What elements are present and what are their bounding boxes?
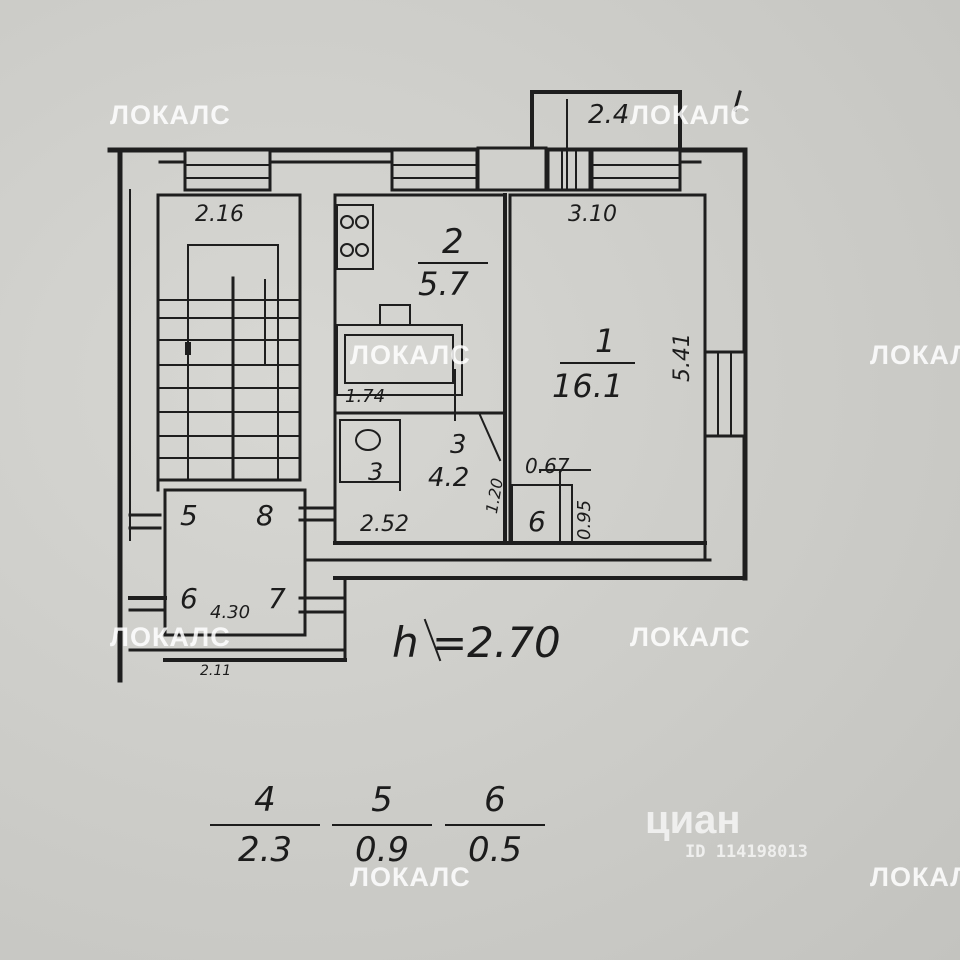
staircase — [156, 193, 302, 482]
extra-room-4-number: 4 — [254, 780, 276, 820]
watermark-7: ЛОКАЛС — [350, 862, 471, 892]
balcony — [530, 90, 742, 152]
dim-067: 0.67 — [525, 454, 570, 478]
label-3-bath: 3 — [368, 458, 384, 486]
extra-room-5-area: 0.9 — [354, 830, 410, 870]
outer-wall-right — [703, 147, 748, 581]
extra-room-6-number: 6 — [484, 780, 506, 820]
closet-6 — [511, 469, 573, 544]
dim-541: 5.41 — [670, 333, 695, 382]
ceiling-height-note: h =2.70 — [392, 618, 561, 667]
room-1-number: 1 — [595, 322, 616, 360]
window-top-kitchen — [390, 148, 479, 192]
watermark-8: ЛОКАЛС — [870, 862, 960, 892]
watermark-4: ЛОКАЛС — [870, 340, 960, 370]
watermark-5: ЛОКАЛС — [110, 622, 231, 652]
room-1-area: 16.1 — [552, 367, 624, 405]
room-3-number: 3 — [450, 430, 467, 460]
watermark-6: ЛОКАЛС — [630, 622, 751, 652]
extra-room-5-bar — [332, 824, 432, 826]
dim-252: 2.52 — [360, 512, 409, 537]
kitchen-room-2 — [333, 193, 507, 415]
dim-216: 2.16 — [195, 202, 244, 227]
dim-174: 1.74 — [345, 386, 386, 407]
window-top-left — [183, 148, 272, 192]
dim-430: 4.30 — [210, 602, 251, 623]
watermark-1: ЛОКАЛС — [110, 100, 231, 130]
dim-310: 3.10 — [568, 202, 617, 227]
listing-id: ID 114198013 — [685, 842, 808, 862]
outer-wall-bottom — [163, 558, 747, 662]
extra-room-4-bar — [210, 824, 320, 826]
dim-095: 0.95 — [574, 499, 595, 540]
room-2-area: 5.7 — [418, 265, 469, 303]
extra-room-6-bar — [445, 824, 545, 826]
label-7: 7 — [268, 582, 286, 615]
ventilation-shaft — [476, 146, 548, 192]
extra-room-6-area: 0.5 — [467, 830, 523, 870]
outer-wall-left — [117, 147, 160, 683]
label-6-closet: 6 — [528, 505, 546, 538]
room-2-number: 2 — [442, 222, 464, 262]
extra-room-4-area: 2.3 — [237, 830, 293, 870]
label-8: 8 — [256, 499, 274, 532]
balcony-door — [546, 148, 592, 192]
extra-room-6: 6 0.5 — [445, 780, 545, 870]
watermark-3: ЛОКАЛС — [350, 340, 471, 370]
cian-watermark: циан ID 114198013 — [645, 800, 808, 862]
room-3-area: 4.2 — [428, 463, 470, 493]
watermark-2: ЛОКАЛС — [630, 100, 751, 130]
label-5: 5 — [180, 499, 198, 532]
dim-211: 2.11 — [200, 663, 232, 679]
cian-logo: циан — [645, 798, 741, 842]
window-top-room — [590, 148, 682, 192]
extra-room-4: 4 2.3 — [210, 780, 320, 870]
dim-24: 2.4 — [588, 100, 630, 130]
extra-room-5: 5 0.9 — [332, 780, 432, 870]
entrance-hall — [128, 488, 347, 652]
label-6-hall: 6 — [180, 582, 198, 615]
dimension-lines — [423, 99, 591, 662]
room-2-divider — [418, 262, 488, 264]
extra-room-5-number: 5 — [371, 780, 393, 820]
room-1-divider — [560, 362, 635, 364]
